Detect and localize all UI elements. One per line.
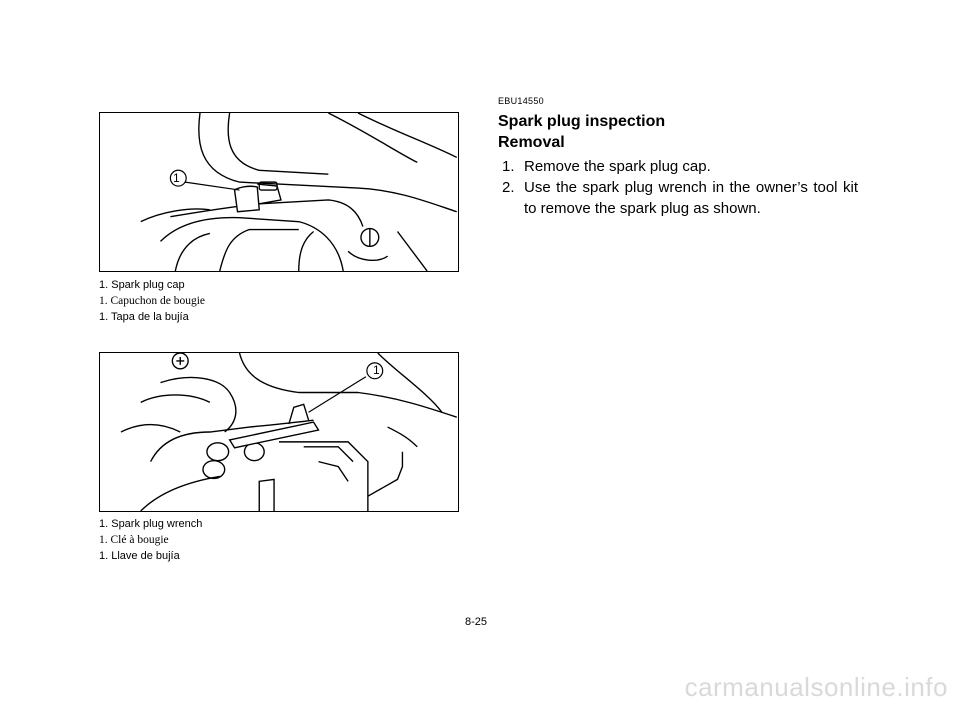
- caption-spanish: 1. Tapa de la bujía: [99, 311, 189, 323]
- spark-plug-wrench-illustration: 1: [99, 352, 459, 512]
- figure-2-caption: 1. Spark plug wrench 1. Clé à bougie 1. …: [99, 516, 202, 564]
- page-number: 8-25: [465, 616, 488, 628]
- watermark: carmanualsonline.info: [684, 672, 948, 702]
- step-item: 2. Use the spark plug wrench in the owne…: [498, 177, 858, 219]
- section-code: EBU14550: [498, 96, 544, 106]
- callout-number: 1: [373, 363, 380, 377]
- caption-spanish: 1. Llave de bujía: [99, 550, 180, 562]
- caption-english: 1. Spark plug wrench: [99, 518, 203, 530]
- callout-number: 1: [173, 171, 180, 185]
- step-number: 2.: [502, 179, 515, 196]
- step-number: 1.: [502, 158, 515, 175]
- spark-plug-cap-drawing: [140, 113, 458, 271]
- figure-1-caption: 1. Spark plug cap 1. Capuchon de bougie …: [99, 277, 205, 325]
- spark-plug-cap-illustration: 1: [99, 112, 459, 272]
- spark-plug-wrench-drawing: [120, 353, 457, 511]
- step-text: Remove the spark plug cap.: [524, 158, 711, 175]
- instruction-section: EBU14550 Spark plug inspection Removal 1…: [498, 96, 858, 219]
- step-item: 1. Remove the spark plug cap.: [498, 156, 858, 177]
- section-subtitle: Removal: [498, 134, 565, 151]
- step-list: 1. Remove the spark plug cap. 2. Use the…: [498, 156, 858, 219]
- step-text: Use the spark plug wrench in the owner’s…: [524, 179, 858, 217]
- section-title: Spark plug inspection: [498, 113, 666, 130]
- caption-english: 1. Spark plug cap: [99, 279, 185, 291]
- caption-french: 1. Clé à bougie: [99, 534, 169, 546]
- caption-french: 1. Capuchon de bougie: [99, 295, 206, 307]
